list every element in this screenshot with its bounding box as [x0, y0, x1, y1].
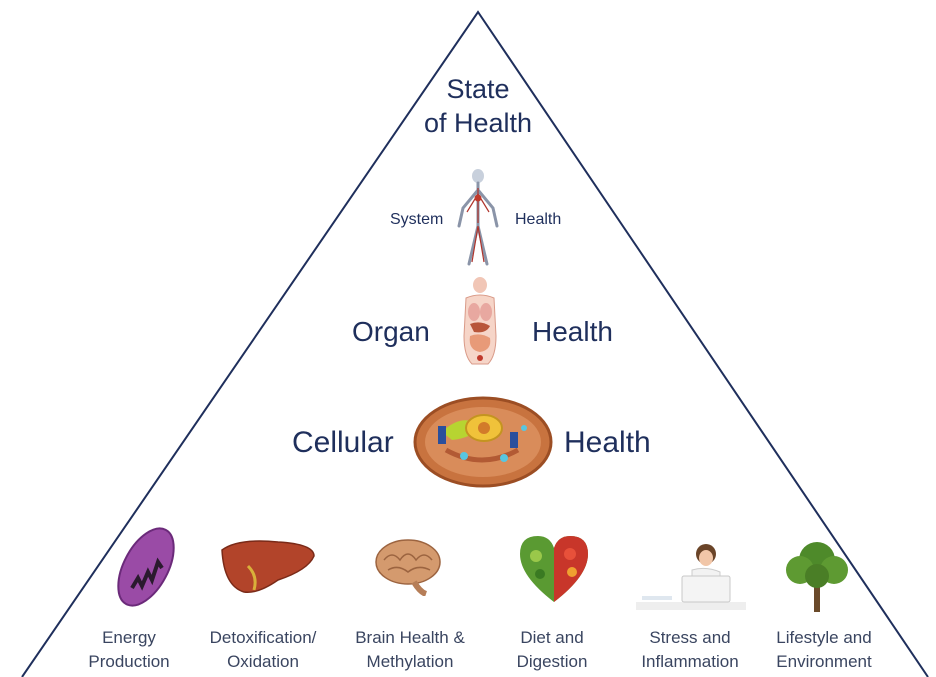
- caption-line-2: Methylation: [335, 650, 485, 674]
- stressed-woman-laptop-icon: [636, 540, 746, 612]
- caption-line-2: Environment: [749, 650, 899, 674]
- vegetable-heart-icon: [516, 534, 592, 604]
- pyramid-title: State of Health: [378, 72, 578, 140]
- caption-line-2: Digestion: [477, 650, 627, 674]
- foundation-caption-energy: Energy Production: [54, 626, 204, 674]
- tree-icon: [782, 536, 852, 614]
- caption-line-2: Production: [54, 650, 204, 674]
- liver-icon: [218, 536, 318, 598]
- human-torso-organs-icon: [456, 276, 504, 366]
- system-label-right: Health: [515, 212, 561, 228]
- organ-label-right: Health: [532, 318, 613, 346]
- animal-cell-icon: [412, 392, 554, 490]
- human-vascular-system-icon: [455, 168, 501, 266]
- system-label-left: System: [390, 212, 443, 228]
- foundation-caption-diet: Diet and Digestion: [477, 626, 627, 674]
- caption-line-1: Energy: [54, 626, 204, 650]
- caption-line-1: Stress and: [615, 626, 765, 650]
- caption-line-1: Diet and: [477, 626, 627, 650]
- title-line-1: State: [378, 72, 578, 106]
- foundation-caption-brain: Brain Health & Methylation: [335, 626, 485, 674]
- caption-line-2: Oxidation: [188, 650, 338, 674]
- caption-line-1: Lifestyle and: [749, 626, 899, 650]
- foundation-caption-lifestyle: Lifestyle and Environment: [749, 626, 899, 674]
- caption-line-1: Detoxification/: [188, 626, 338, 650]
- foundation-caption-detox: Detoxification/ Oxidation: [188, 626, 338, 674]
- organ-label-left: Organ: [352, 318, 430, 346]
- mitochondrion-icon: [108, 522, 184, 612]
- cellular-label-right: Health: [564, 428, 651, 458]
- cellular-label-left: Cellular: [292, 428, 394, 458]
- title-line-2: of Health: [378, 106, 578, 140]
- foundation-caption-stress: Stress and Inflammation: [615, 626, 765, 674]
- brain-icon: [374, 536, 446, 596]
- caption-line-2: Inflammation: [615, 650, 765, 674]
- caption-line-1: Brain Health &: [335, 626, 485, 650]
